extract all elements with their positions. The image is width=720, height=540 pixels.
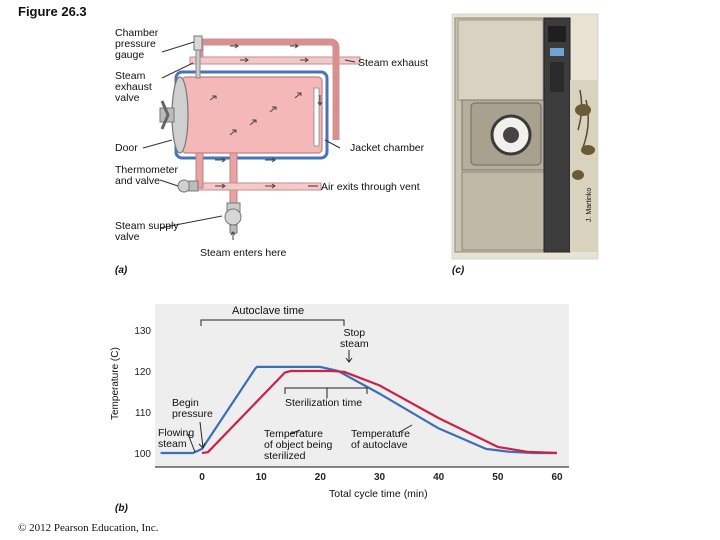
panel-b-tag: (b) — [115, 503, 128, 514]
thermometer-valve — [177, 179, 199, 193]
begin-pressure-arrow — [198, 421, 206, 449]
chamber-body — [181, 76, 323, 154]
sterilization-time-bracket — [284, 387, 368, 394]
flow-arrows — [209, 43, 323, 240]
label-steam-exhaust: Steam exhaust — [358, 57, 429, 69]
label-stop-steam: Stop steam — [340, 327, 369, 350]
label-door: Door — [115, 142, 138, 154]
panel-a-tag: (a) — [115, 265, 128, 276]
leader-lines — [142, 41, 356, 229]
chamber-pressure-gauge — [193, 35, 203, 79]
autoclave-time-bracket — [200, 319, 345, 326]
photo-credit: J. Martinko — [586, 187, 593, 222]
x-tick-label: 20 — [315, 472, 327, 483]
label-sterilization-time: Sterilization time — [285, 397, 363, 409]
label-jacket-chamber: Jacket chamber — [350, 142, 425, 154]
y-tick-label: 100 — [134, 449, 151, 460]
label-steam-supply-valve: Steam supply valve — [115, 220, 179, 243]
label-air-exits-through-vent: Air exits through vent — [321, 181, 420, 193]
y-tick-label: 110 — [135, 408, 151, 419]
x-tick-label: 10 — [256, 472, 268, 483]
door — [159, 76, 189, 154]
stop-steam-arrow — [345, 350, 353, 363]
label-chamber-pressure-gauge: Chamber pressure gauge — [115, 27, 159, 61]
label-flowing-steam: Flowing steam — [158, 427, 195, 450]
figure-title: Figure 26.3 — [18, 4, 87, 19]
x-tick-label: 40 — [433, 472, 445, 483]
label-steam-enters-here: Steam enters here — [200, 247, 287, 259]
copyright: © 2012 Pearson Education, Inc. — [18, 522, 159, 534]
autoclave-photo — [451, 13, 599, 260]
y-axis-label: Temperature (C) — [110, 347, 121, 420]
chart-plot-area — [155, 304, 569, 467]
label-thermometer-and-valve: Thermometer and valve — [115, 164, 179, 187]
y-tick-label: 130 — [134, 326, 151, 337]
temperature-chart: 0 10 20 30 40 50 60 100 110 120 130 — [134, 304, 569, 483]
x-axis-label: Total cycle time (min) — [329, 488, 428, 500]
label-begin-pressure: Begin pressure — [172, 397, 213, 420]
label-steam-exhaust-valve: Steam exhaust valve — [115, 70, 152, 104]
series-line-object-temp — [201, 369, 558, 455]
label-autoclave-time: Autoclave time — [232, 305, 305, 317]
y-tick-label: 120 — [134, 367, 151, 378]
label-temp-autoclave: Temperature of autoclave — [351, 428, 410, 451]
panel-c-tag: (c) — [452, 265, 465, 276]
x-tick-label: 30 — [374, 472, 386, 483]
steam-supply-valve — [224, 202, 242, 234]
x-tick-label: 0 — [199, 472, 205, 483]
label-temp-object: Temperature of object being sterilized — [264, 428, 333, 462]
x-tick-label: 60 — [551, 472, 563, 483]
x-tick-label: 50 — [492, 472, 504, 483]
